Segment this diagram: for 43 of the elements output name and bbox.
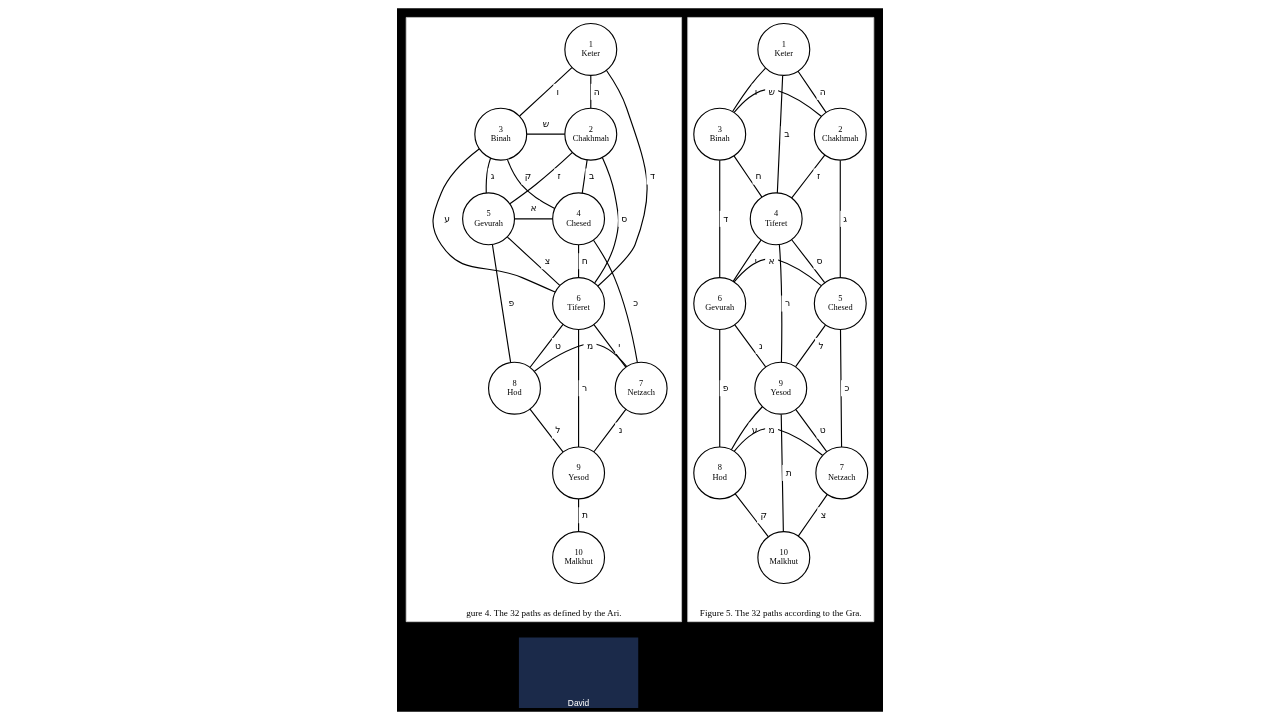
edge-label: ת bbox=[785, 467, 792, 478]
edge-label: ק bbox=[524, 171, 532, 182]
edge-label: ט bbox=[819, 425, 826, 436]
edge-label: נ bbox=[759, 340, 763, 351]
edge-label: ה bbox=[819, 86, 826, 97]
edge-label: פ bbox=[508, 298, 515, 309]
edge-label: ר bbox=[784, 298, 791, 309]
edge-label: ס bbox=[621, 213, 628, 224]
edge-label: צ bbox=[820, 510, 827, 521]
edge-label: ז bbox=[557, 171, 561, 182]
edge-label: ט bbox=[554, 340, 561, 351]
edge-label: ש bbox=[768, 86, 776, 97]
edge-label: פ bbox=[722, 382, 729, 393]
edge-label: א bbox=[768, 255, 775, 266]
edge-label: ה bbox=[593, 86, 600, 97]
edge-label: א bbox=[530, 203, 537, 214]
edge-label: ז bbox=[817, 171, 821, 182]
edge-label: ד bbox=[649, 171, 655, 182]
edge-label: ח bbox=[581, 255, 588, 266]
edge-label: ד bbox=[723, 213, 729, 224]
edge-label: י bbox=[618, 340, 621, 351]
edge-label: ק bbox=[760, 510, 768, 521]
edge-label: ע bbox=[751, 425, 758, 436]
edge-label: ת bbox=[582, 510, 589, 521]
edge-label: כ bbox=[633, 298, 638, 309]
edge-label: ח bbox=[755, 171, 762, 182]
edge-label: ע bbox=[444, 213, 451, 224]
edge-label: נ bbox=[618, 425, 623, 436]
edge-label: צ bbox=[544, 255, 551, 266]
edge-label: ל bbox=[818, 340, 824, 351]
edge-label: ר bbox=[582, 382, 588, 393]
edge-label: ש bbox=[542, 118, 550, 129]
edge-label: כ bbox=[844, 382, 850, 393]
edge-label: ג bbox=[843, 213, 848, 224]
edge-label: מ bbox=[768, 425, 775, 436]
edge-label: ו bbox=[556, 86, 559, 97]
edge-label: י bbox=[754, 255, 757, 266]
edge-label: ב bbox=[588, 171, 595, 182]
edge-label: ל bbox=[555, 425, 561, 436]
edge-label: ג bbox=[490, 171, 495, 182]
edge-label: ב bbox=[784, 128, 790, 139]
edge-label: מ bbox=[586, 340, 594, 351]
edge-label: ס bbox=[816, 255, 823, 266]
